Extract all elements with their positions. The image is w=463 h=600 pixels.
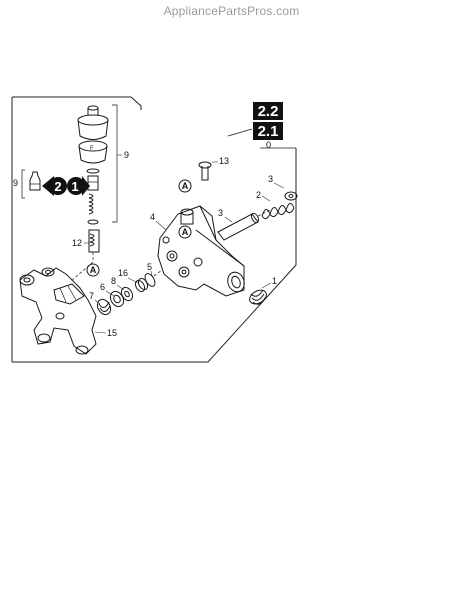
assembly-axis-manifold (69, 261, 94, 283)
badge-2-1-label: 2.1 (258, 123, 279, 140)
arrow-1-right-icon: 1 (67, 176, 90, 196)
callout-9-right: 9 (124, 150, 129, 160)
callout-7-leader (94, 299, 101, 305)
manifold-15 (19, 267, 97, 355)
callout-3-plunger-leader (224, 216, 233, 223)
callout-6: 6 (100, 282, 105, 292)
callout-6-leader (105, 290, 115, 297)
svg-text:F: F (90, 146, 94, 152)
valve-stem (87, 175, 99, 191)
callout-1: 1 (272, 276, 277, 286)
callout-3-top-leader (273, 182, 285, 189)
callout-13: 13 (219, 156, 229, 166)
plunger-3 (217, 212, 260, 241)
marker-a-top: A (178, 179, 192, 193)
callout-12: 12 (72, 238, 82, 248)
callout-3-plunger: 3 (218, 208, 223, 218)
badge-2-1: 2.1 (253, 122, 283, 140)
badge-2-2-label: 2.2 (258, 103, 279, 120)
callout-2-leader (261, 195, 271, 202)
marker-a-side: A (178, 225, 192, 239)
svg-text:A: A (182, 181, 189, 191)
check-valve-1 (249, 289, 267, 305)
callout-4: 4 (150, 212, 155, 222)
spring-2 (261, 203, 295, 220)
assembly-axis-5 (153, 269, 163, 277)
valve-oring-bottom (87, 219, 99, 225)
bracket-9-left (21, 169, 25, 199)
callout-15-leader (94, 331, 107, 334)
callout-8: 8 (111, 276, 116, 286)
callout-16: 16 (118, 268, 128, 278)
valve-cap-second: F (78, 140, 108, 164)
washer-3-top (284, 191, 298, 201)
callout-3-top: 3 (268, 174, 273, 184)
valve-cap-top (77, 105, 109, 140)
callout-8-leader (116, 284, 125, 291)
watermark: AppliancePartsPros.com (163, 4, 300, 18)
marker-a-left: A (86, 263, 100, 277)
spring-7 (96, 298, 112, 316)
valve-oring-top (86, 168, 100, 174)
callout-15: 15 (107, 328, 117, 338)
callout-2: 2 (256, 190, 261, 200)
callout-0: 0 (266, 140, 271, 150)
badge-leader (227, 128, 253, 137)
frame-bottom-edge (12, 148, 297, 363)
bracket-9 (112, 104, 118, 223)
badge-2-2: 2.2 (253, 102, 283, 120)
callout-5: 5 (147, 262, 152, 272)
callout-4-leader (155, 220, 167, 231)
arrow-2-label: 2 (54, 179, 61, 194)
callout-16-leader (127, 277, 139, 284)
diagram-frame (12, 96, 142, 110)
bolt-13 (198, 161, 212, 181)
valve-spring (88, 193, 94, 215)
arrow-1-label: 1 (71, 179, 78, 194)
washer-6 (109, 290, 125, 308)
callout-1-leader (261, 282, 272, 289)
svg-text:A: A (90, 265, 97, 275)
callout-9-left: 9 (13, 178, 18, 188)
arrow-2-left-icon: 2 (42, 176, 67, 196)
pump-head-4 (157, 205, 245, 297)
assembly-axis-3 (257, 209, 271, 217)
svg-text:A: A (182, 227, 189, 237)
callout-7: 7 (89, 291, 94, 301)
valve-seat (88, 229, 100, 253)
ring-16 (134, 277, 149, 293)
inlet-nozzle-part (29, 171, 41, 191)
